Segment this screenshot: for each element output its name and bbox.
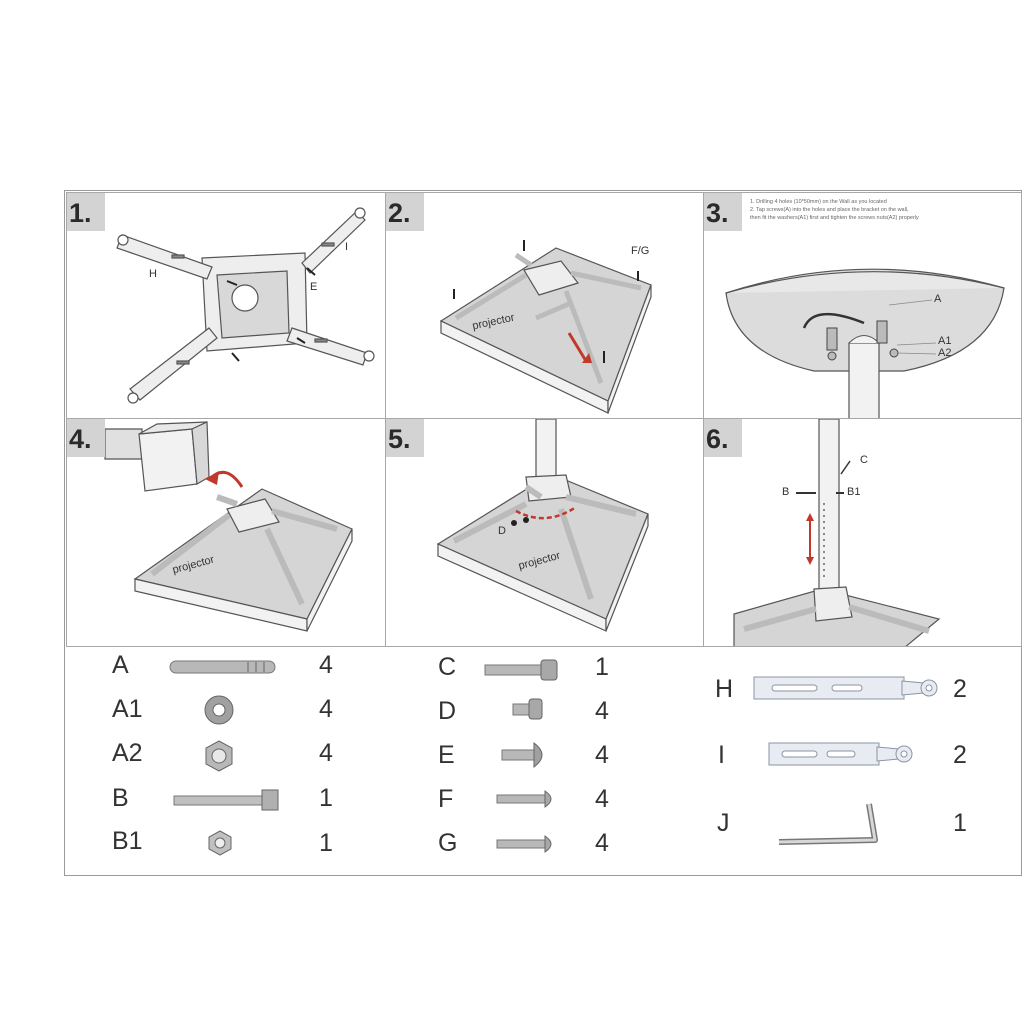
bracket-arm-icon bbox=[768, 742, 913, 766]
part-label-b: B bbox=[112, 784, 129, 812]
step-number: 4. bbox=[67, 419, 105, 457]
small-nut-icon bbox=[208, 830, 232, 856]
step-number: 6. bbox=[704, 419, 742, 457]
part-qty-b: 1 bbox=[319, 784, 333, 812]
long-bolt-icon bbox=[169, 660, 276, 674]
arrow-icon bbox=[515, 505, 577, 520]
hex-key-icon bbox=[778, 803, 878, 845]
part-label-b1: B1 bbox=[112, 827, 143, 855]
part-qty-d: 4 bbox=[595, 697, 609, 725]
part-qty-b1: 1 bbox=[319, 829, 333, 857]
screw-icon bbox=[496, 835, 552, 853]
callout-a2: A2 bbox=[938, 347, 952, 359]
step-number: 3. bbox=[704, 193, 742, 231]
instruction-note: 1. Drilling 4 holes (10*50mm) on the Wal… bbox=[750, 199, 919, 221]
step-number: 1. bbox=[67, 193, 105, 231]
step-5-panel: 5. D projector bbox=[385, 418, 704, 647]
hex-nut-icon bbox=[205, 740, 233, 772]
bracket-arm-icon bbox=[753, 676, 938, 700]
part-qty-a: 4 bbox=[319, 651, 333, 679]
part-qty-f: 4 bbox=[595, 785, 609, 813]
part-qty-i: 2 bbox=[953, 741, 967, 769]
callout-a: A bbox=[934, 293, 942, 305]
part-label-e: E bbox=[438, 741, 455, 769]
callout-c: C bbox=[860, 454, 868, 466]
step-4-panel: 4. projector bbox=[66, 418, 386, 647]
part-qty-j: 1 bbox=[953, 809, 967, 837]
callout-h: H bbox=[149, 268, 157, 280]
part-qty-a1: 4 bbox=[319, 695, 333, 723]
callout-fg: F/G bbox=[631, 245, 650, 257]
bolt-icon bbox=[484, 659, 558, 681]
step-6-illustration bbox=[733, 419, 941, 646]
part-qty-g: 4 bbox=[595, 829, 609, 857]
part-label-i: I bbox=[718, 741, 725, 769]
part-label-c: C bbox=[438, 653, 457, 681]
step-2-panel: 2. F/G projector bbox=[385, 192, 704, 419]
step-3-panel: 3. 1. Drilling 4 holes (10*50mm) on the … bbox=[703, 192, 1022, 419]
step-number: 2. bbox=[386, 193, 424, 231]
part-qty-c: 1 bbox=[595, 653, 609, 681]
callout-a1: A1 bbox=[938, 335, 952, 347]
callout-d: D bbox=[498, 525, 506, 537]
step-2-illustration bbox=[439, 240, 652, 414]
callout-i: I bbox=[345, 241, 349, 253]
part-label-f: F bbox=[438, 785, 454, 813]
part-label-g: G bbox=[438, 829, 458, 857]
screw-icon bbox=[496, 790, 552, 808]
callout-e: E bbox=[310, 281, 318, 293]
parts-list: A 4 A1 4 A2 4 B 1 B1 1 C bbox=[65, 647, 1021, 875]
step-6-panel: 6. C B B1 bbox=[703, 418, 1022, 647]
instruction-sheet: 1. bbox=[64, 190, 1022, 876]
part-qty-h: 2 bbox=[953, 675, 967, 703]
part-label-a2: A2 bbox=[112, 739, 143, 767]
washer-icon bbox=[204, 695, 234, 725]
callout-b1: B1 bbox=[847, 486, 861, 498]
hex-bolt-icon bbox=[173, 789, 279, 811]
step-1-illustration bbox=[116, 207, 375, 404]
step-1-panel: 1. bbox=[66, 192, 386, 419]
round-screw-icon bbox=[501, 741, 543, 769]
step-4-illustration bbox=[104, 421, 353, 632]
step-3-illustration bbox=[725, 268, 1005, 418]
step-number: 5. bbox=[386, 419, 424, 457]
part-qty-e: 4 bbox=[595, 741, 609, 769]
part-label-d: D bbox=[438, 697, 457, 725]
step-5-illustration bbox=[436, 419, 649, 632]
part-qty-a2: 4 bbox=[319, 739, 333, 767]
arrow-icon bbox=[567, 332, 588, 362]
part-label-h: H bbox=[715, 675, 734, 703]
part-label-j: J bbox=[717, 809, 730, 837]
callout-b: B bbox=[782, 486, 790, 498]
short-screw-icon bbox=[512, 698, 543, 720]
part-label-a: A bbox=[112, 651, 129, 679]
part-label-a1: A1 bbox=[112, 695, 143, 723]
